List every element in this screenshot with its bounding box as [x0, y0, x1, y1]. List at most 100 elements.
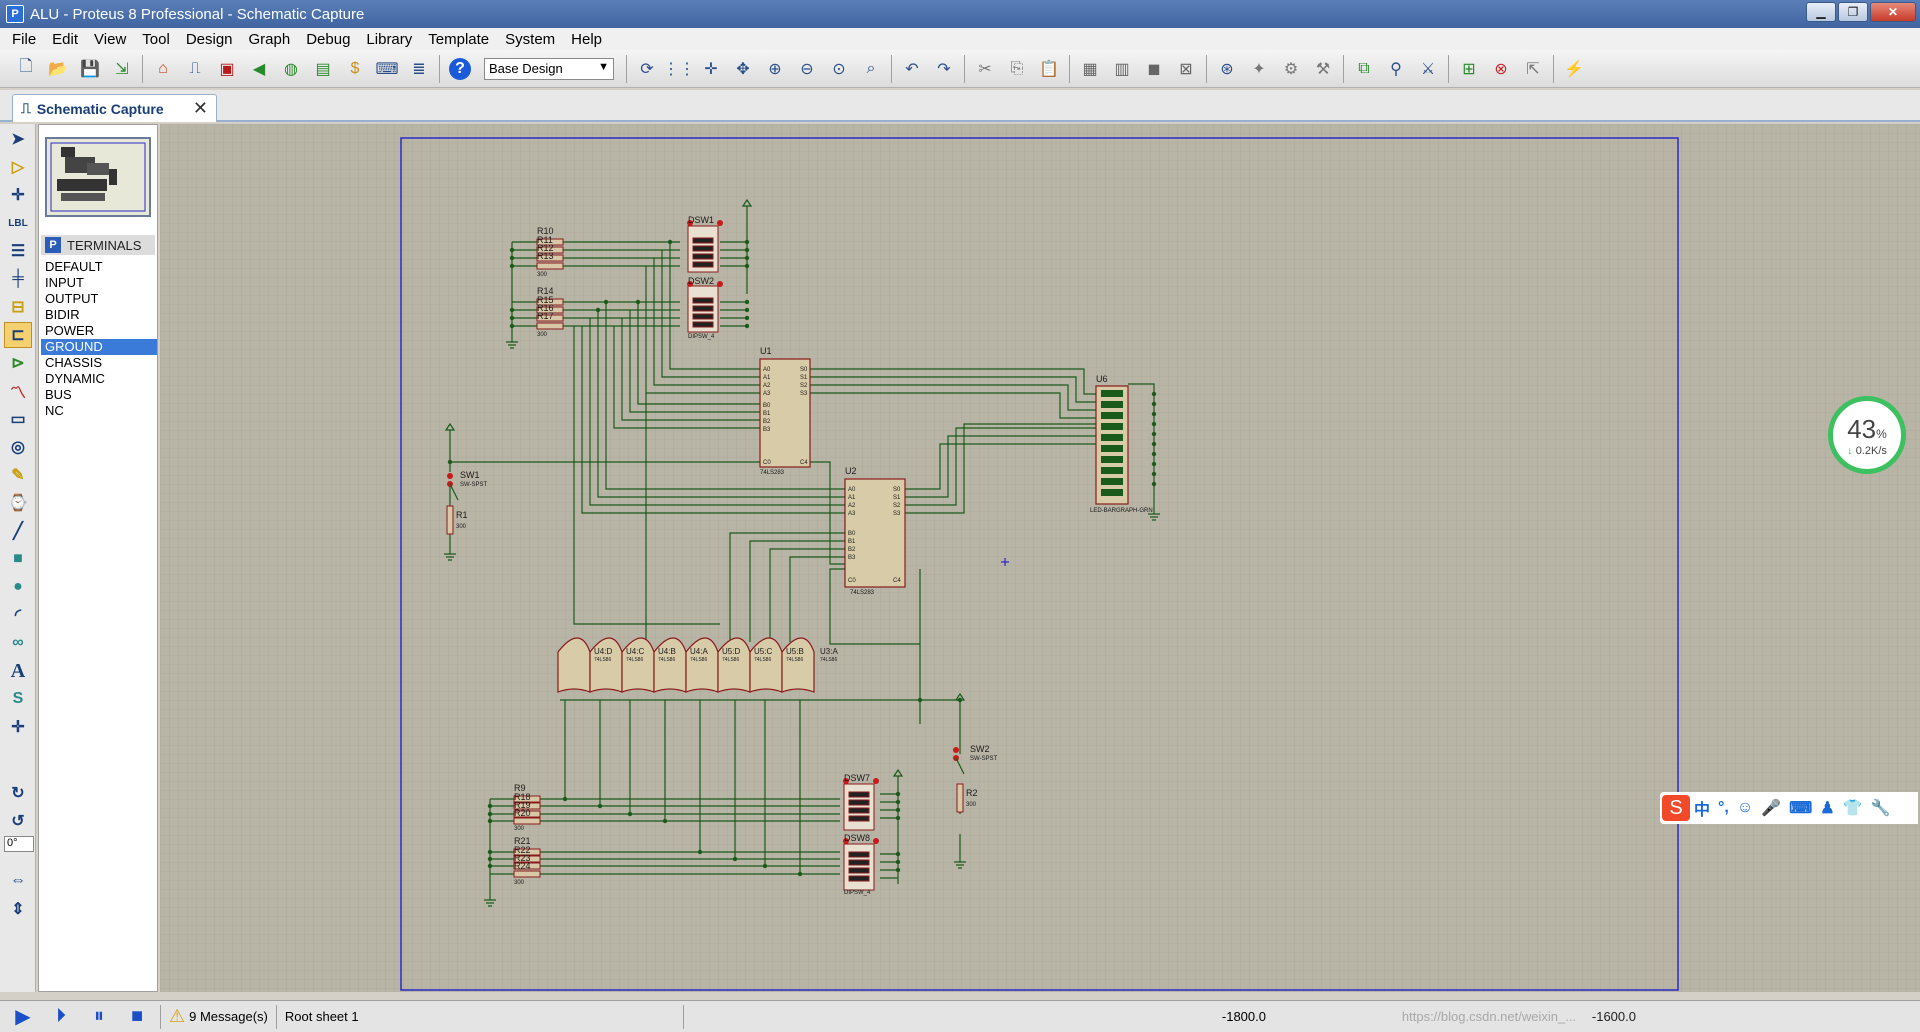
refresh-icon[interactable]: ⟳	[640, 60, 654, 78]
cost-icon[interactable]: $	[350, 59, 360, 77]
menu-help[interactable]: Help	[571, 30, 603, 48]
step-icon[interactable]: ⏵	[56, 1005, 66, 1027]
terminal-item-ground[interactable]: GROUND	[41, 339, 157, 355]
menu-tool[interactable]: Tool	[142, 30, 170, 48]
block-rotate-icon[interactable]: ◼	[1147, 60, 1161, 78]
punctuation-icon[interactable]: °,	[1718, 799, 1729, 816]
component-mode-icon[interactable]: ▷	[11, 159, 25, 176]
menu-debug[interactable]: Debug	[306, 30, 351, 48]
wire-label-mode-icon[interactable]: LBL	[8, 217, 28, 229]
open-folder-icon[interactable]: 📂	[48, 60, 68, 78]
virtual-instruments-mode-icon[interactable]: ⌚	[8, 495, 28, 512]
menu-template[interactable]: Template	[428, 30, 490, 48]
graph-mode-icon[interactable]: 〽	[9, 385, 26, 402]
u1-chip[interactable]	[759, 358, 811, 468]
tab-schematic-capture[interactable]: ⎍ Schematic Capture ✕	[12, 94, 217, 122]
pcb-icon[interactable]: ▣	[219, 60, 235, 78]
undo-icon[interactable]: ↶	[905, 60, 919, 78]
emoji-icon[interactable]: ☺	[1736, 799, 1754, 816]
box-draw-icon[interactable]: ■	[13, 550, 23, 567]
flip-horizontal-icon[interactable]: ⇔	[10, 872, 26, 889]
terminal-item-power[interactable]: POWER	[45, 323, 95, 338]
symbol-draw-icon[interactable]: S	[12, 690, 24, 707]
arc-draw-icon[interactable]: ◜	[14, 607, 22, 624]
exit-parent-icon[interactable]: ⇱	[1526, 60, 1540, 78]
notes-icon[interactable]: ≣	[412, 60, 426, 78]
decompose-icon[interactable]: ⚒	[1315, 60, 1331, 78]
gerber-icon[interactable]: ◀	[252, 60, 266, 78]
close-window-button[interactable]: ✕	[1870, 2, 1916, 22]
menu-graph[interactable]: Graph	[248, 30, 291, 48]
remove-sheet-icon[interactable]: ⊗	[1494, 60, 1508, 78]
circle-draw-icon[interactable]: ●	[13, 578, 23, 595]
pause-icon[interactable]: ⏸	[94, 1005, 104, 1027]
line-draw-icon[interactable]: ╱	[13, 523, 23, 540]
skin-icon[interactable]: 👕	[1842, 800, 1863, 817]
block-delete-icon[interactable]: ⊠	[1179, 60, 1193, 78]
zoom-in-icon[interactable]: ⊕	[768, 60, 782, 78]
wire-autorouter-icon[interactable]: ⧉	[1358, 59, 1370, 77]
menu-edit[interactable]: Edit	[52, 30, 79, 48]
marker-draw-icon[interactable]: ✛	[11, 719, 25, 736]
property-assignment-icon[interactable]: ⚔	[1420, 60, 1436, 78]
block-move-icon[interactable]: ▥	[1114, 60, 1130, 78]
selection-mode-icon[interactable]: ➤	[11, 131, 25, 148]
messages-count[interactable]: 9 Message(s)	[189, 1009, 268, 1024]
origin-icon[interactable]: ✛	[704, 60, 718, 78]
terminal-item-dynamic[interactable]: DYNAMIC	[45, 371, 105, 386]
warning-icon[interactable]: ⚠	[169, 1006, 186, 1026]
menu-system[interactable]: System	[505, 30, 556, 48]
paste-icon[interactable]: 📋	[1039, 60, 1059, 78]
bus-mode-icon[interactable]: ╪	[12, 270, 24, 287]
flip-vertical-icon[interactable]: ⇕	[11, 901, 25, 918]
package-tool-icon[interactable]: ⚙	[1283, 60, 1299, 78]
rotation-angle-input[interactable]: 0°	[4, 836, 34, 852]
new-file-icon[interactable]: 🗋	[19, 58, 33, 75]
menu-library[interactable]: Library	[366, 30, 413, 48]
ime-toolbar[interactable]: S 中 °, ☺ 🎤 ⌨ ♟ 👕 🔧	[1660, 792, 1918, 824]
menu-design[interactable]: Design	[185, 30, 233, 48]
sogou-logo-icon[interactable]: S	[1662, 795, 1690, 821]
import-icon[interactable]: ⇲	[115, 60, 129, 78]
terminal-item-output[interactable]: OUTPUT	[45, 291, 99, 306]
search-icon[interactable]: ⚲	[1390, 60, 1402, 78]
stop-icon[interactable]: ■	[130, 1005, 144, 1027]
microphone-icon[interactable]: 🎤	[1761, 800, 1782, 817]
junction-mode-icon[interactable]: ✛	[11, 187, 25, 204]
grid-toggle-icon[interactable]: ⋮⋮	[663, 60, 695, 78]
pan-icon[interactable]: ✥	[736, 60, 750, 78]
text-script-mode-icon[interactable]: ☰	[10, 243, 26, 260]
voltage-probe-mode-icon[interactable]: ✎	[11, 467, 25, 484]
generator-mode-icon[interactable]: ◎	[11, 439, 25, 456]
pick-device-icon[interactable]: ⊛	[1220, 60, 1234, 78]
play-icon[interactable]: ▶	[15, 1006, 31, 1028]
save-icon[interactable]: 💾	[80, 60, 100, 78]
bom-icon[interactable]: ▤	[315, 60, 331, 78]
rotate-clockwise-icon[interactable]: ↻	[11, 785, 25, 802]
cut-icon[interactable]: ✂	[978, 60, 992, 78]
menu-file[interactable]: File	[12, 30, 37, 48]
tape-recorder-mode-icon[interactable]: ▭	[10, 411, 26, 428]
3d-view-icon[interactable]: ◍	[284, 60, 298, 78]
redo-icon[interactable]: ↷	[937, 60, 951, 78]
schematic-icon[interactable]: ⎍	[189, 59, 201, 77]
wrench-icon[interactable]: 🔧	[1870, 800, 1891, 817]
subcircuit-mode-icon[interactable]: ⊟	[11, 299, 25, 316]
terminal-item-nc[interactable]: NC	[45, 403, 64, 418]
overview-preview[interactable]	[45, 137, 151, 217]
block-copy-icon[interactable]: ▦	[1082, 60, 1098, 78]
minimize-button[interactable]: ▁	[1806, 2, 1836, 22]
text-draw-icon[interactable]: A	[10, 659, 26, 682]
terminal-item-chassis[interactable]: CHASSIS	[45, 355, 103, 370]
maximize-button[interactable]: ❐	[1838, 2, 1868, 22]
pick-button[interactable]: P	[45, 237, 61, 253]
copy-icon[interactable]: ⎘	[1010, 59, 1024, 77]
ime-chinese-mode[interactable]: 中	[1694, 802, 1711, 819]
terminal-item-input[interactable]: INPUT	[45, 275, 84, 290]
path-draw-icon[interactable]: ∞	[12, 634, 24, 651]
help-icon[interactable]: ?	[446, 55, 474, 83]
terminal-item-bidir[interactable]: BIDIR	[45, 307, 80, 322]
close-icon[interactable]: ✕	[192, 98, 208, 118]
new-sheet-icon[interactable]: ⊞	[1462, 60, 1476, 78]
zoom-out-icon[interactable]: ⊖	[800, 60, 814, 78]
